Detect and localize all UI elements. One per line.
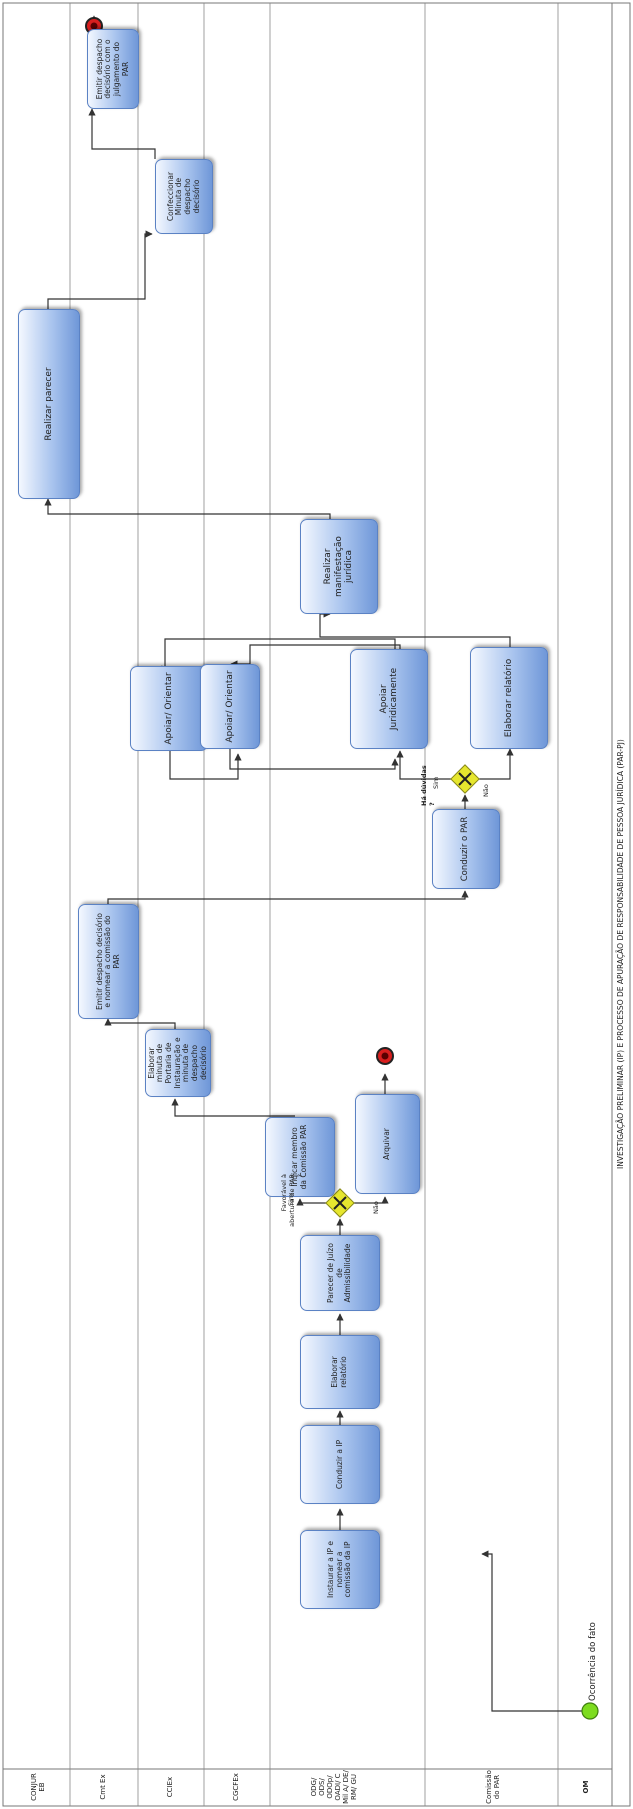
task-conduzir-ip[interactable]: Conduzir a IP: [300, 1425, 380, 1504]
task-manifestacao-juridica[interactable]: Realizar manifestação jurídica: [300, 519, 378, 614]
start-event-label: Ocorrência do fato: [588, 1622, 598, 1701]
pool-title: INVESTIGAÇÃO PRELIMINAR (IP) E PROCESSO …: [616, 739, 625, 1169]
task-elaborar-minuta-portaria[interactable]: Elaborar minuta de Portaria de Instauraç…: [145, 1029, 211, 1097]
task-arquivar[interactable]: Arquivar: [355, 1094, 420, 1194]
task-realizar-parecer[interactable]: Realizar parecer: [18, 309, 80, 499]
end-event-1: [376, 1047, 394, 1065]
lane-label-comissao: Comissão do PAR: [485, 1770, 501, 1804]
flow-start-t1: [481, 1550, 585, 1712]
task-apoiar-orientar-cciex[interactable]: Apoiar/ Orientar: [130, 666, 208, 751]
task-apoiar-juridicamente[interactable]: Apoiar Juridicamente: [350, 649, 428, 749]
lane-label-odg: ODG/ ODS/ ODOp/ OADI/ C Mil A/ DE/ RM/ G…: [310, 1770, 358, 1804]
lane-label-cmt-ex: Cmt Ex: [99, 1774, 107, 1800]
gateway-2: [450, 764, 480, 794]
gateway-2-yes: Sim: [432, 776, 440, 789]
task-instaurar-ip[interactable]: Instaurar a IP e nomear a comissão da IP: [300, 1530, 380, 1609]
task-elaborar-relatorio-ip[interactable]: Elaborar relatório: [300, 1335, 380, 1409]
gateway-1-yes: Sim: [287, 1193, 295, 1206]
lane-label-om: OM: [582, 1780, 590, 1794]
gateway-2-no: Não: [482, 784, 490, 797]
task-elaborar-relatorio-par[interactable]: Elaborar relatório: [470, 647, 548, 749]
lane-label-cciex: CCIEx: [166, 1776, 174, 1798]
lane-label-conjur: CONJUR EB: [30, 1773, 46, 1801]
gateway-1: [325, 1188, 355, 1218]
task-emitir-despacho-nomear[interactable]: Emitir despacho decisório e nomear a com…: [78, 904, 139, 1019]
task-parecer-admissibilidade[interactable]: Parecer de Juízo de Admissibilidade: [300, 1235, 380, 1311]
task-emitir-despacho-julgamento[interactable]: Emitir despacho decisório com o julgamen…: [87, 29, 139, 109]
task-conduzir-par[interactable]: Conduzir o PAR: [432, 809, 500, 889]
start-event: [581, 1702, 599, 1720]
task-apoiar-orientar-cgcfex[interactable]: Apoiar/ Orientar: [200, 664, 260, 749]
task-confeccionar-minuta[interactable]: Confeccionar Minuta de despacho decisóri…: [155, 159, 213, 234]
lane-label-cgcfex: CGCFEx: [232, 1773, 240, 1801]
gateway-1-no: Não: [372, 1201, 380, 1214]
